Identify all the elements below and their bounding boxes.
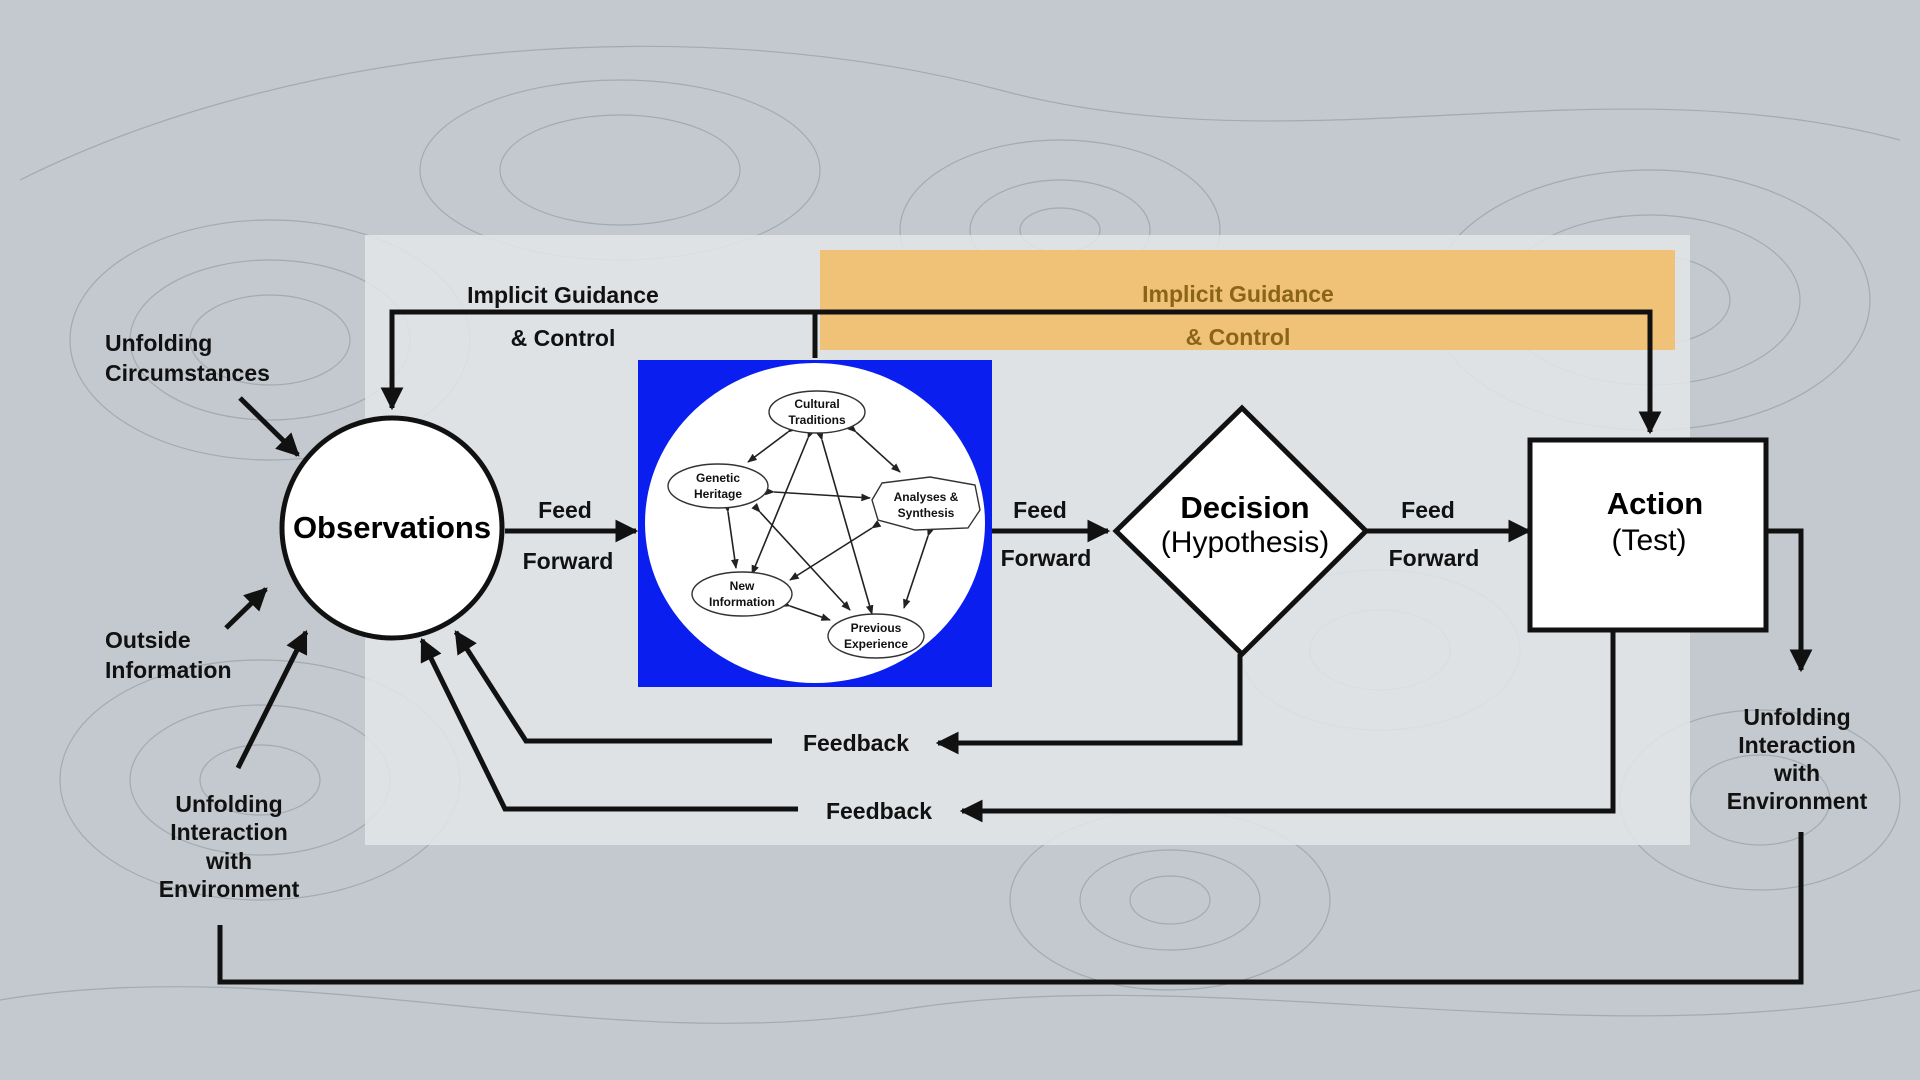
left-interaction-arrow [235,629,309,770]
feed-forward-1-line1: Feed [538,497,592,523]
unfolding-circumstances-line1: Unfolding [105,330,212,356]
right-interaction-line4: Environment [1727,788,1868,814]
unfolding-circumstances-arrow [238,396,300,457]
feed-forward-3-line2: Forward [1389,545,1480,571]
right-interaction-line3: with [1773,760,1820,786]
feed-forward-1-line2: Forward [523,548,614,574]
outside-information-arrow [224,587,268,630]
genetic-heritage-line1: Genetic [696,471,740,485]
guidance-line-right [815,309,1662,435]
guidance-left-line1: Implicit Guidance [467,282,659,308]
analyses-synthesis-line2: Synthesis [898,506,955,520]
cultural-traditions-line1: Cultural [794,397,839,411]
feedback-label-1: Feedback [803,730,909,756]
right-interaction-line2: Interaction [1738,732,1856,758]
decision-label: Decision [1180,490,1309,525]
decision-sublabel: (Hypothesis) [1161,526,1329,559]
analyses-synthesis-bubble [871,476,981,531]
observations-node [279,415,505,641]
feed-forward-3-line1: Feed [1401,497,1455,523]
guidance-highlight [820,250,1675,350]
action-label: Action [1607,486,1703,521]
genetic-heritage-line2: Heritage [694,487,742,501]
feedback-arrow-action [959,630,1616,823]
guidance-right-line1: Implicit Guidance [1142,281,1334,307]
outside-information-line2: Information [105,657,232,683]
guidance-right-line2: & Control [1186,324,1291,350]
analyses-synthesis-line1: Analyses & [894,490,959,504]
left-interaction-line2: Interaction [170,819,288,845]
action-output-arrow [1766,528,1813,673]
left-interaction-line1: Unfolding [175,791,282,817]
feed-forward-2-line2: Forward [1001,545,1092,571]
genetic-heritage-bubble [667,463,769,509]
feedback-return-2 [419,637,798,812]
action-node [1527,437,1769,633]
cultural-traditions-bubble [768,390,866,434]
environment-loop-line [217,832,1804,985]
orient-panel: Cultural Traditions Genetic Heritage Ana… [638,360,992,687]
right-interaction-line1: Unfolding [1743,704,1850,730]
new-information-line2: Information [709,595,775,609]
left-interaction-line3: with [205,848,252,874]
previous-experience-bubble [827,613,925,659]
guidance-line-left [380,309,818,411]
feedback-arrow-decision [935,654,1243,755]
previous-experience-line2: Experience [844,637,908,651]
observations-label: Observations [293,510,491,545]
feedback-label-2: Feedback [826,798,932,824]
guidance-left-line2: & Control [511,325,616,351]
unfolding-circumstances-line2: Circumstances [105,360,270,386]
new-information-bubble [691,571,793,617]
left-interaction-line4: Environment [159,876,300,902]
new-information-line1: New [730,579,755,593]
cultural-traditions-line2: Traditions [788,413,846,427]
outside-information-line1: Outside [105,627,191,653]
feedback-return-1 [453,630,772,744]
previous-experience-line1: Previous [851,621,902,635]
action-sublabel: (Test) [1612,524,1687,557]
feed-forward-2-line1: Feed [1013,497,1067,523]
orient-connections [722,423,935,621]
